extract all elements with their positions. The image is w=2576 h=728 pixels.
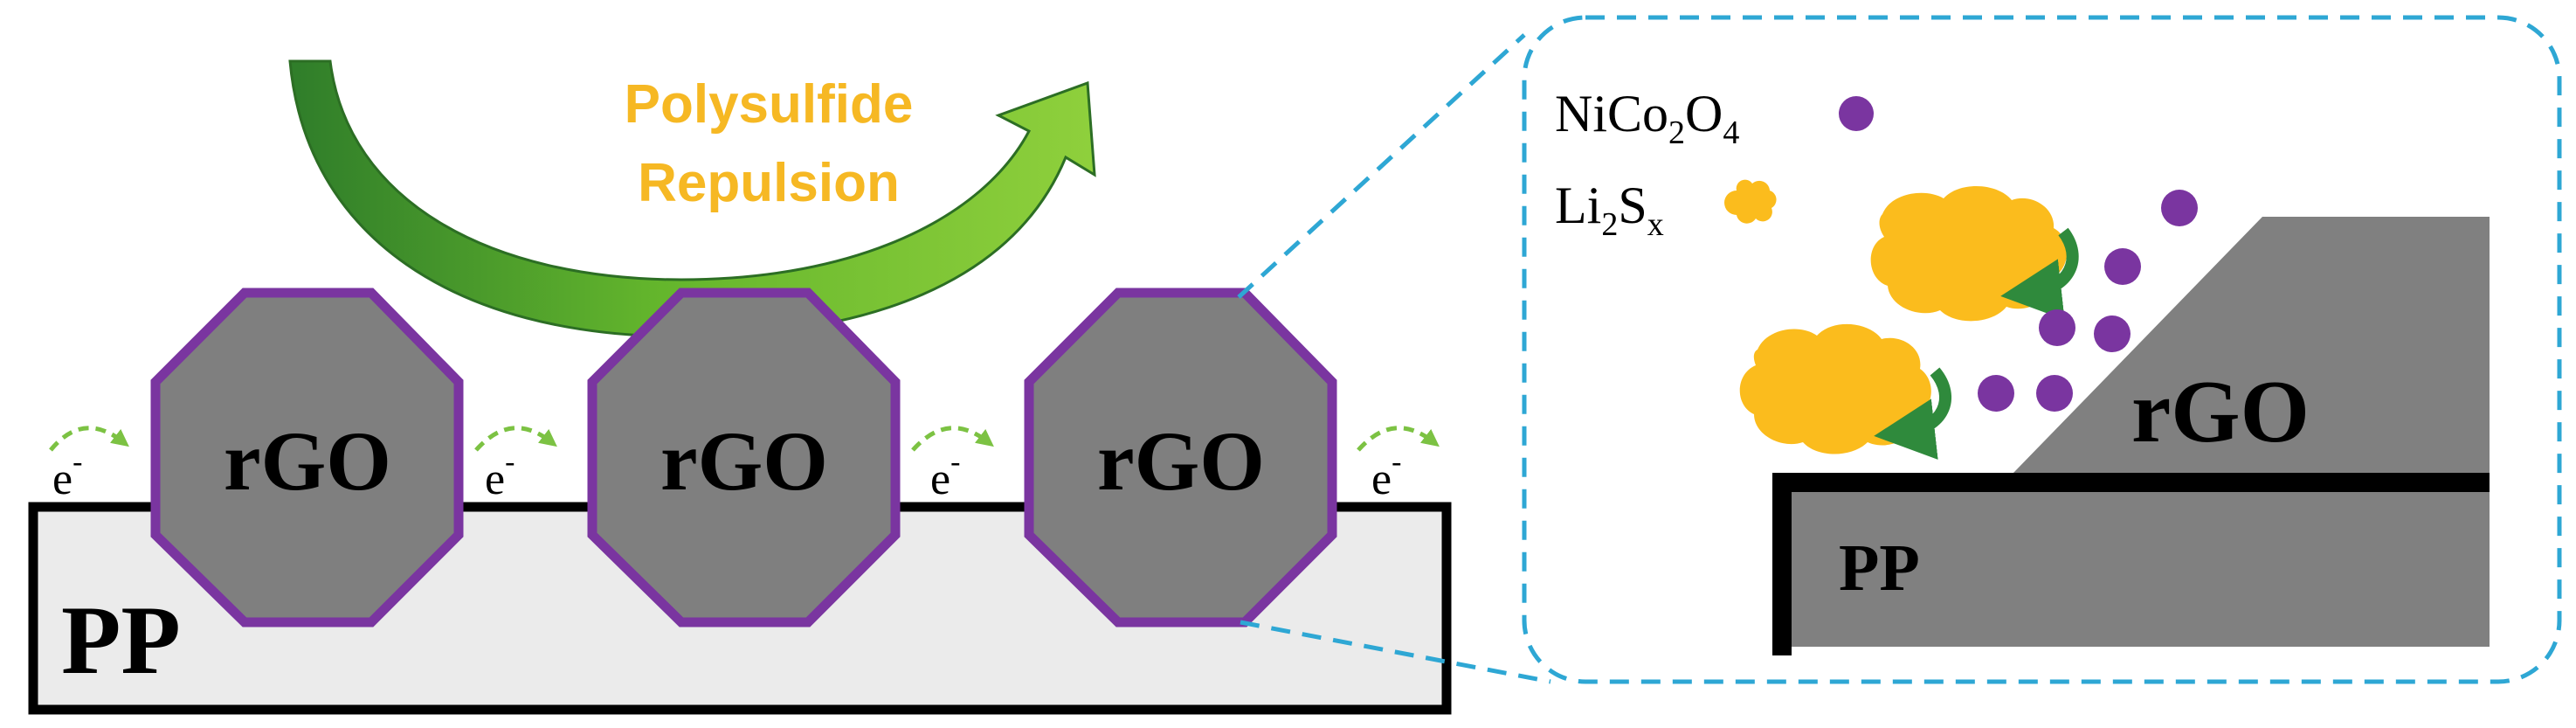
electron-symbol: e — [485, 454, 505, 504]
rgo-label: rGO — [660, 414, 828, 508]
svg-text:e-: e- — [1371, 446, 1401, 504]
inset-pp-border — [1772, 473, 2490, 655]
svg-text:e-: e- — [930, 446, 960, 504]
nico2o4-particle — [2039, 309, 2075, 346]
curl-arrow-1 — [2000, 227, 2079, 320]
electron-charge: - — [505, 446, 515, 478]
rgo-label: rGO — [1097, 414, 1265, 508]
polysulfide-cluster-1 — [1870, 185, 2068, 322]
svg-text:e-: e- — [485, 446, 515, 504]
legend-li2sx-label: Li2Sx — [1555, 177, 1664, 243]
electron-symbol: e — [52, 454, 73, 504]
zoom-connector-top — [1237, 33, 1526, 299]
electron-charge: - — [1392, 446, 1401, 478]
repulsion-arrow — [288, 59, 1096, 338]
rgo-particle-2: rGO — [587, 288, 901, 627]
electron-charge: - — [950, 446, 960, 478]
electron-charge: - — [73, 446, 82, 478]
electron-4: e- — [1357, 426, 1440, 504]
nico2o4-particle — [2094, 315, 2131, 352]
electron-hop-arrow — [474, 426, 557, 452]
nico2o4-particle — [2104, 248, 2141, 285]
inset-pp-label: PP — [1839, 531, 1920, 605]
repulsion-text-line1: Polysulfide — [625, 74, 914, 135]
inset-rgo-block — [2013, 217, 2490, 473]
rgo-particle-1: rGO — [150, 288, 464, 627]
svg-text:e-: e- — [52, 446, 82, 504]
legend-nico2o4-label: NiCo2O4 — [1555, 85, 1739, 151]
inset-rgo-label: rGO — [2131, 363, 2310, 461]
nico2o4-particle — [1978, 375, 2014, 412]
electron-3: e- — [911, 426, 994, 504]
rgo-particle-3: rGO — [1024, 288, 1337, 627]
nico2o4-particle — [2036, 375, 2073, 412]
curl-arrow-2 — [1874, 367, 1952, 460]
electron-symbol: e — [930, 454, 950, 504]
legend-li2sx-marker — [1724, 179, 1777, 224]
electron-hop-arrow — [49, 426, 129, 452]
electron-symbol: e — [1371, 454, 1392, 504]
legend-nico2o4-marker — [1839, 96, 1874, 131]
electron-1: e- — [49, 426, 129, 504]
nico2o4-particle — [2161, 190, 2198, 226]
electron-2: e- — [474, 426, 557, 504]
pp-label: PP — [61, 586, 181, 695]
rgo-label: rGO — [224, 414, 391, 508]
electron-hop-arrow — [911, 426, 994, 452]
inset-pp-block — [1782, 489, 2490, 647]
electron-hop-arrow — [1357, 426, 1440, 452]
repulsion-text-line2: Repulsion — [638, 153, 900, 213]
polysulfide-cluster-2 — [1739, 323, 1931, 454]
zoom-connector-bottom — [1240, 620, 1551, 684]
